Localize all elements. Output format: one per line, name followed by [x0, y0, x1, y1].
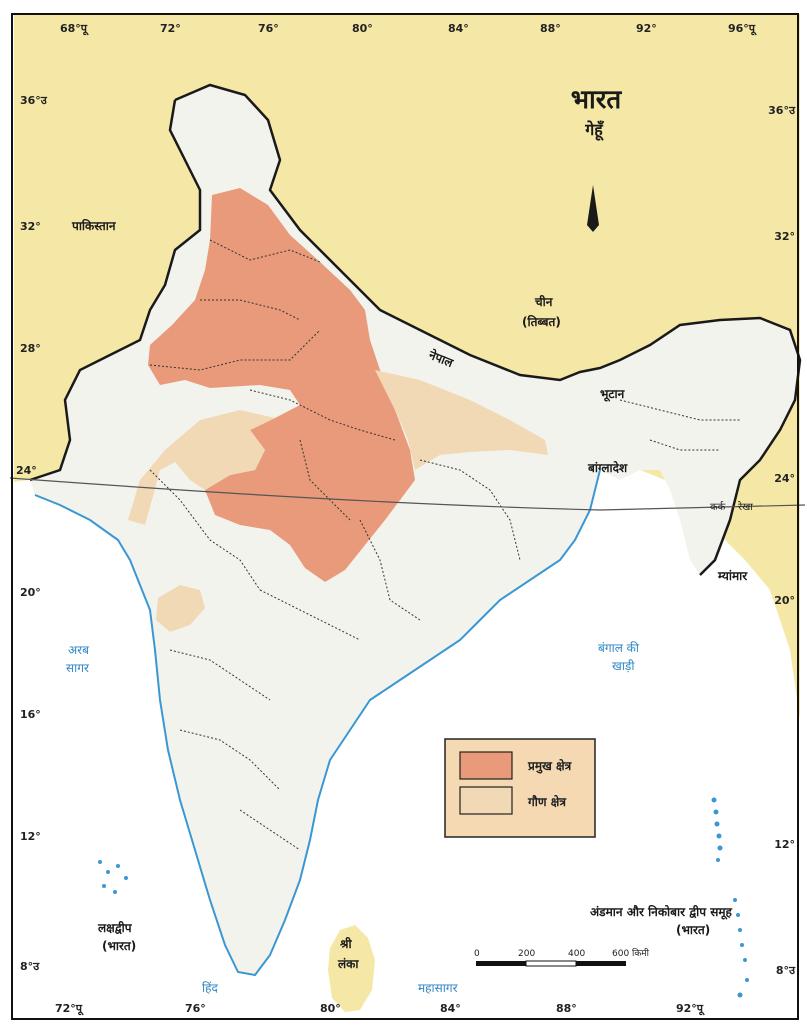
- lat-label-right: 36°उ: [768, 104, 796, 117]
- legend-swatch-major: [459, 751, 513, 780]
- legend: प्रमुख क्षेत्र गौण क्षेत्र: [444, 738, 596, 838]
- lat-label-left: 36°उ: [20, 94, 48, 107]
- lon-label-bottom: 72°पू: [55, 1002, 84, 1016]
- minor-wheat-area-east: [375, 370, 548, 470]
- lat-label-right: 20°: [774, 594, 795, 607]
- international-border: [29, 83, 802, 576]
- label-bay-1: बंगाल की: [598, 641, 640, 655]
- label-lakshadweep-1: लक्षद्वीप: [97, 921, 133, 935]
- label-mahasagar: महासागर: [418, 981, 459, 995]
- label-bhutan: भूटान: [600, 387, 626, 402]
- minor-wheat-area-maharashtra: [156, 585, 205, 632]
- label-bangladesh: बांग्लादेश: [587, 461, 628, 475]
- lat-label-right: 12°: [774, 838, 795, 851]
- label-arabian-sea-2: सागर: [66, 661, 90, 675]
- legend-label-major: प्रमुख क्षेत्र: [527, 759, 573, 774]
- latitude-labels-right: 36°उ 32° 24° 20° 12° 8°उ: [768, 104, 796, 977]
- lat-label-left: 20°: [20, 586, 41, 599]
- lat-label-right: 8°उ: [776, 964, 796, 977]
- label-sri: श्री: [339, 937, 352, 951]
- label-china: चीन: [534, 295, 554, 309]
- label-lanka: लंका: [337, 957, 359, 971]
- map-subtitle: गेहूँ: [584, 120, 605, 141]
- lon-label-bottom: 80°: [320, 1002, 341, 1015]
- lat-label-left: 16°: [20, 708, 41, 721]
- lon-label-top: 96°पू: [728, 22, 757, 36]
- lat-label-right: 32°: [774, 230, 795, 243]
- scale-tick: 0: [474, 949, 480, 959]
- lat-label-left: 8°उ: [20, 960, 40, 973]
- lat-label-left: 12°: [20, 830, 41, 843]
- lat-label-right: 24°: [774, 472, 795, 485]
- lon-label-top: 68°पू: [60, 22, 89, 36]
- label-tropic-2: रेखा: [737, 501, 753, 513]
- scale-tick: 400: [568, 949, 585, 959]
- map-frame: [11, 13, 799, 1020]
- andaman-islands: [711, 797, 749, 998]
- major-wheat-area: [148, 188, 415, 582]
- label-bay-2: खाड़ी: [612, 659, 635, 673]
- coastline: [34, 469, 601, 977]
- sri-lanka: [328, 925, 375, 1012]
- lon-label-top: 92°: [636, 22, 657, 35]
- label-lakshadweep-2: (भारत): [102, 939, 136, 953]
- label-tibet: (तिब्बत): [522, 315, 561, 329]
- lon-label-bottom: 84°: [440, 1002, 461, 1015]
- north-arrow: [587, 185, 599, 232]
- label-arabian-sea-1: अरब: [68, 643, 90, 657]
- lon-label-top: 88°: [540, 22, 561, 35]
- lon-label-top: 84°: [448, 22, 469, 35]
- lon-label-bottom: 92°पू: [676, 1002, 705, 1016]
- label-pakistan: पाकिस्तान: [71, 219, 117, 233]
- lon-label-top: 72°: [160, 22, 181, 35]
- label-myanmar: म्यांमार: [717, 569, 748, 583]
- lakshadweep-islands: [98, 860, 128, 894]
- label-andaman-2: (भारत): [676, 923, 710, 937]
- lon-label-top: 80°: [352, 22, 373, 35]
- latitude-labels-left: 36°उ 32° 28° 24° 20° 16° 12° 8°उ: [16, 94, 48, 973]
- map-title: भारत: [571, 85, 623, 115]
- longitude-labels-bottom: 72°पू 76° 80° 84° 88° 92°पू: [55, 1002, 705, 1016]
- state-borders: [149, 239, 740, 851]
- lat-label-left: 32°: [20, 220, 41, 233]
- scale-tick: 600 किमी: [612, 947, 650, 959]
- lat-label-left: 24°: [16, 464, 37, 477]
- legend-swatch-minor: [459, 786, 513, 815]
- minor-wheat-area-central: [128, 410, 275, 525]
- scale-tick: 200: [518, 949, 535, 959]
- legend-label-minor: गौण क्षेत्र: [527, 795, 567, 809]
- label-tropic-1: कर्क: [710, 501, 726, 513]
- lon-label-bottom: 88°: [556, 1002, 577, 1015]
- lon-label-bottom: 76°: [185, 1002, 206, 1015]
- longitude-labels-top: 68°पू 72° 76° 80° 84° 88° 92° 96°पू: [60, 22, 757, 36]
- label-hind: हिंद: [202, 981, 218, 995]
- scale-bar: 0 200 400 600 किमी: [474, 947, 650, 967]
- tropic-of-cancer-line: [9, 477, 806, 511]
- lon-label-top: 76°: [258, 22, 279, 35]
- lat-label-left: 28°: [20, 342, 41, 355]
- label-andaman-1: अंडमान और निकोबार द्वीप समूह: [590, 905, 732, 920]
